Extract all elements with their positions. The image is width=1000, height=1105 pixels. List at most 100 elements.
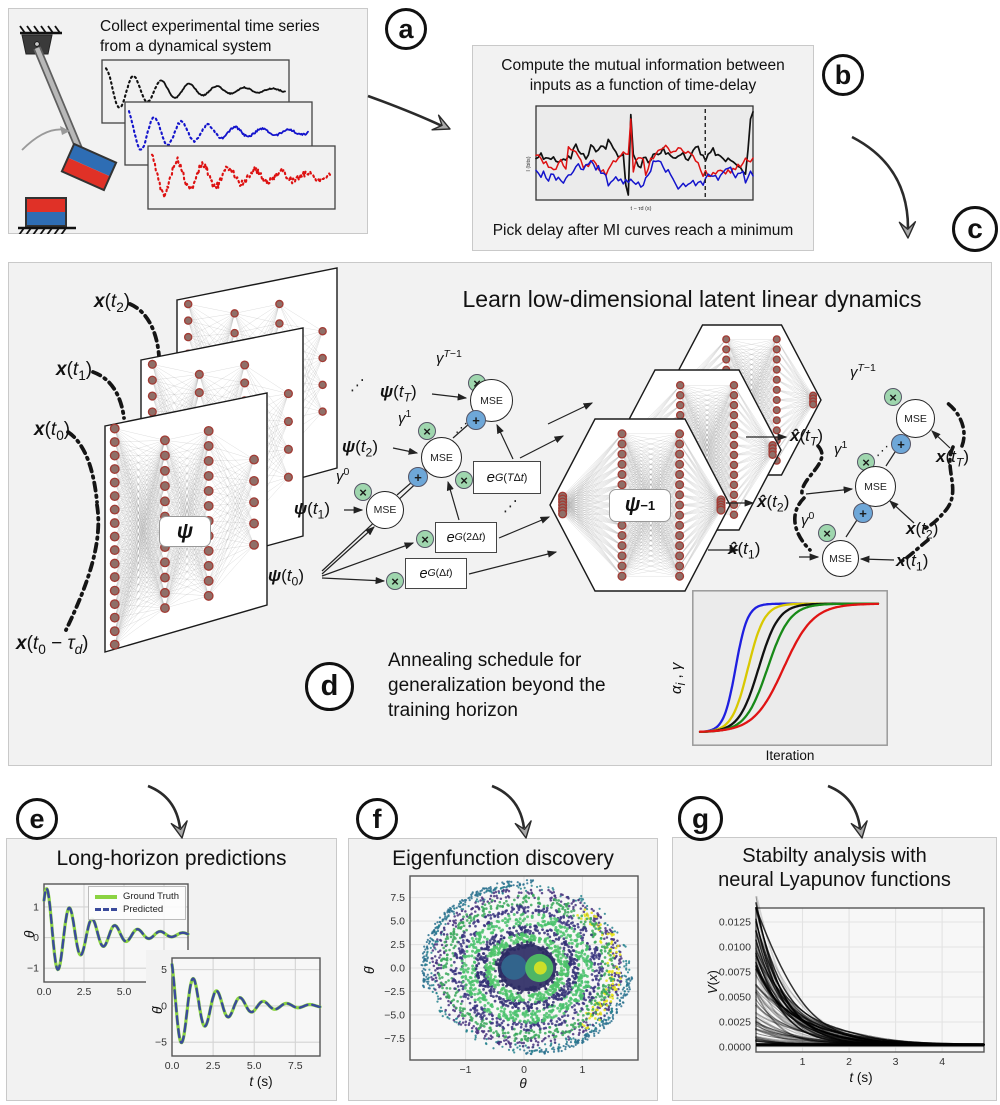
- badge-f: f: [356, 798, 398, 840]
- svg-text:7.5: 7.5: [390, 892, 405, 904]
- panel-b-title-line1: Compute the mutual information between: [501, 57, 785, 74]
- multiply-icon: ×: [884, 388, 902, 406]
- multiply-icon: ×: [386, 572, 404, 590]
- svg-text:−5: −5: [155, 1037, 167, 1049]
- ceiling-hatch-icon: [19, 25, 62, 35]
- svg-text:0.0: 0.0: [37, 986, 52, 998]
- latent-psi-t2: ψ(t2): [342, 437, 379, 460]
- legend-predicted: Predicted: [123, 904, 164, 915]
- eigen-ylabel: θ̇: [362, 966, 377, 974]
- ellipsis-icon: ⋰: [350, 377, 366, 394]
- svg-text:5: 5: [161, 964, 167, 976]
- target-x-t2: x(t2): [906, 519, 939, 542]
- badge-d: d: [305, 662, 354, 711]
- badge-g: g: [678, 796, 723, 841]
- panel-d-text-line3: training horizon: [388, 700, 518, 721]
- target-x-tT: x(tT): [936, 447, 970, 470]
- panel-g-title-line1: Stabilty analysis with: [742, 845, 927, 867]
- eigen-xlabel: θ: [519, 1076, 527, 1091]
- pendulum-and-timeseries: [18, 25, 336, 234]
- svg-text:−5.0: −5.0: [384, 1009, 405, 1021]
- svg-text:2.5: 2.5: [77, 986, 92, 998]
- mse-node: MSE: [855, 466, 896, 507]
- badge-c: c: [952, 206, 998, 252]
- add-icon: +: [408, 467, 428, 487]
- multiply-icon: ×: [418, 422, 436, 440]
- svg-text:t − τd (s): t − τd (s): [631, 206, 652, 212]
- ellipsis-icon: ⋰: [503, 498, 519, 515]
- mse-node: MSE: [822, 540, 859, 577]
- svg-text:2.5: 2.5: [206, 1060, 221, 1072]
- add-icon: +: [853, 503, 873, 523]
- panel-b-title-line2: inputs as a function of time-delay: [529, 77, 757, 94]
- latent-psi-t1: ψ(t1): [294, 499, 331, 522]
- anneal-ylabel: αi , γ: [668, 662, 688, 694]
- prediction-xhat-t1: x̂(t1): [728, 539, 761, 562]
- gamma1-label-right: γ1: [834, 439, 848, 458]
- panel-g-title-line2: neural Lyapunov functions: [718, 869, 951, 891]
- svg-text:2.5: 2.5: [390, 939, 405, 951]
- timeseries-stack-chart: [101, 59, 336, 210]
- input-label-x-t1: x(t1): [56, 359, 93, 383]
- ellipsis-icon: ⋰: [455, 420, 469, 435]
- latent-psi-t0: ψ(t0): [268, 566, 305, 589]
- thetadot-ylabel: θ̇: [150, 1006, 165, 1014]
- prediction-xhat-t2: x̂(t2): [757, 492, 790, 515]
- gammaT-label: γT−1: [436, 348, 462, 367]
- mutual-information-chart: I (bits) t − τd (s): [526, 105, 754, 212]
- decoder-psi-inverse-box: ψ−1: [609, 489, 671, 522]
- swing-arc-icon: [21, 128, 67, 151]
- svg-text:5.0: 5.0: [390, 916, 405, 928]
- svg-text:0.0: 0.0: [165, 1060, 180, 1072]
- input-label-x-t2: x(t2): [94, 291, 131, 315]
- svg-text:−7.5: −7.5: [384, 1033, 405, 1045]
- latent-psi-tT: ψ(tT): [380, 382, 417, 405]
- theta-ylabel: θ: [22, 930, 37, 938]
- add-icon: +: [891, 434, 911, 454]
- pendulum-magnet-icon: [60, 142, 118, 192]
- multiply-icon: ×: [455, 471, 473, 489]
- panel-f-title: Eigenfunction discovery: [392, 847, 614, 870]
- gamma1-label: γ1: [398, 408, 412, 427]
- badge-e: e: [16, 798, 58, 840]
- gammaT-label-right: γT−1: [850, 362, 876, 381]
- svg-text:5.0: 5.0: [247, 1060, 262, 1072]
- panel-b-caption: Pick delay after MI curves reach a minim…: [492, 222, 794, 239]
- svg-text:1: 1: [580, 1064, 586, 1076]
- encoder-psi-box: ψ: [159, 516, 211, 547]
- panel-e-title: Long-horizon predictions: [56, 847, 287, 870]
- pendulum-icon: [21, 34, 118, 192]
- legend-ground-truth: Ground Truth: [123, 891, 179, 902]
- base-magnet-icon: [18, 197, 76, 234]
- ground-truth-swatch: [95, 894, 117, 899]
- panel-c-title: Learn low-dimensional latent linear dyna…: [462, 286, 922, 312]
- svg-text:0: 0: [33, 932, 39, 944]
- svg-text:0: 0: [161, 1000, 167, 1012]
- add-icon: +: [466, 410, 486, 430]
- mse-node: MSE: [366, 491, 404, 529]
- svg-text:−1: −1: [460, 1064, 472, 1076]
- annealing-schedule-chart: [692, 590, 888, 746]
- target-x-t1: x(t1): [896, 551, 929, 574]
- svg-text:I (bits): I (bits): [526, 156, 532, 171]
- panel-d-text-line1: Annealing schedule for: [388, 650, 582, 671]
- mse-node: MSE: [421, 437, 462, 478]
- svg-text:0: 0: [521, 1064, 527, 1076]
- panel-a-title-line2: from a dynamical system: [100, 38, 272, 55]
- prediction-xhat-tT: x̂(tT): [790, 426, 824, 449]
- gamma0-label: γ0: [336, 466, 350, 485]
- svg-text:−1: −1: [27, 963, 39, 975]
- prediction-legend: Ground Truth Predicted: [88, 886, 186, 920]
- thetadot-prediction-chart: 0.0 2.5 5.0 7.5 −5 0 5: [146, 950, 328, 1092]
- svg-text:−2.5: −2.5: [384, 986, 405, 998]
- svg-text:7.5: 7.5: [288, 1060, 303, 1072]
- multiply-icon: ×: [416, 530, 434, 548]
- predicted-swatch: [95, 908, 117, 911]
